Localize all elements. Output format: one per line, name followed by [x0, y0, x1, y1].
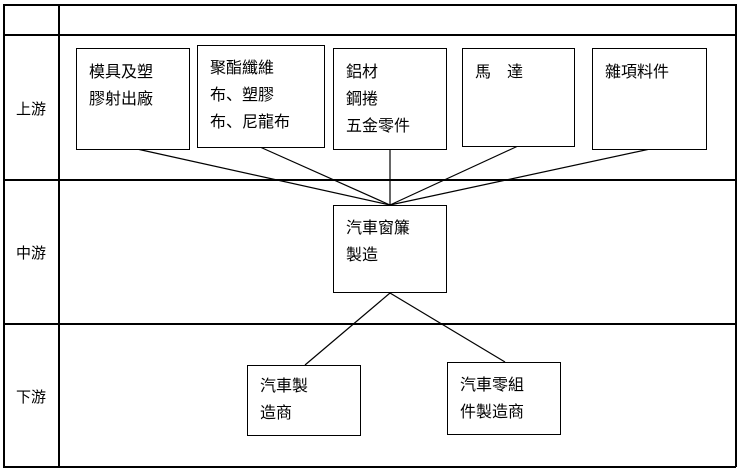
node-line: 件製造商: [460, 402, 525, 421]
node-line: 布、塑膠: [210, 85, 275, 104]
node-line: 製造: [346, 245, 379, 264]
node-line: 造商: [260, 403, 293, 422]
border-top: [3, 4, 736, 6]
connector-motor: [389, 145, 519, 206]
node-mold-plastic-injection: 模具及塑 膠射出廠: [76, 48, 190, 150]
border-right: [735, 4, 737, 467]
node-line: 膠射出廠: [89, 89, 154, 108]
node-motor: 馬 達: [462, 48, 575, 147]
midstream-divider: [3, 323, 736, 325]
node-line: 布、尼龍布: [210, 112, 291, 131]
stage-label-upstream: 上游: [15, 100, 46, 118]
node-line: 鋁材: [346, 62, 379, 81]
node-automaker: 汽車製 造商: [247, 365, 361, 436]
node-line: 聚酯纖維: [210, 58, 275, 77]
upstream-divider: [3, 179, 736, 181]
node-line: 汽車零組: [460, 375, 525, 394]
node-line: 汽車窗簾: [346, 218, 411, 237]
connector-automaker: [304, 292, 391, 366]
connector-fabric: [259, 146, 391, 206]
connector-parts-maker: [389, 292, 506, 363]
stage-label-midstream: 中游: [15, 244, 46, 262]
node-line: 五金零件: [346, 116, 411, 135]
header-divider: [3, 34, 736, 36]
connector-mold: [136, 148, 391, 206]
node-line: 模具及塑: [89, 62, 154, 81]
node-line: 汽車製: [260, 376, 309, 395]
column-divider: [58, 4, 60, 467]
node-auto-parts-maker: 汽車零組 件製造商: [447, 362, 561, 435]
node-polyester-fabric: 聚酯纖維 布、塑膠 布、尼龍布: [197, 45, 325, 148]
node-line: 鋼捲: [346, 89, 379, 108]
border-left: [3, 4, 5, 467]
border-bottom: [3, 466, 736, 468]
node-line: 雜項料件: [605, 62, 670, 81]
stage-label-downstream: 下游: [15, 388, 46, 406]
node-line: 馬 達: [475, 62, 524, 81]
node-car-curtain-manufacturing: 汽車窗簾 製造: [333, 205, 447, 293]
node-aluminum-steel-hardware: 鋁材 鋼捲 五金零件: [333, 48, 447, 150]
node-miscellaneous-parts: 雜項料件: [592, 48, 707, 150]
connector-misc: [389, 148, 651, 206]
